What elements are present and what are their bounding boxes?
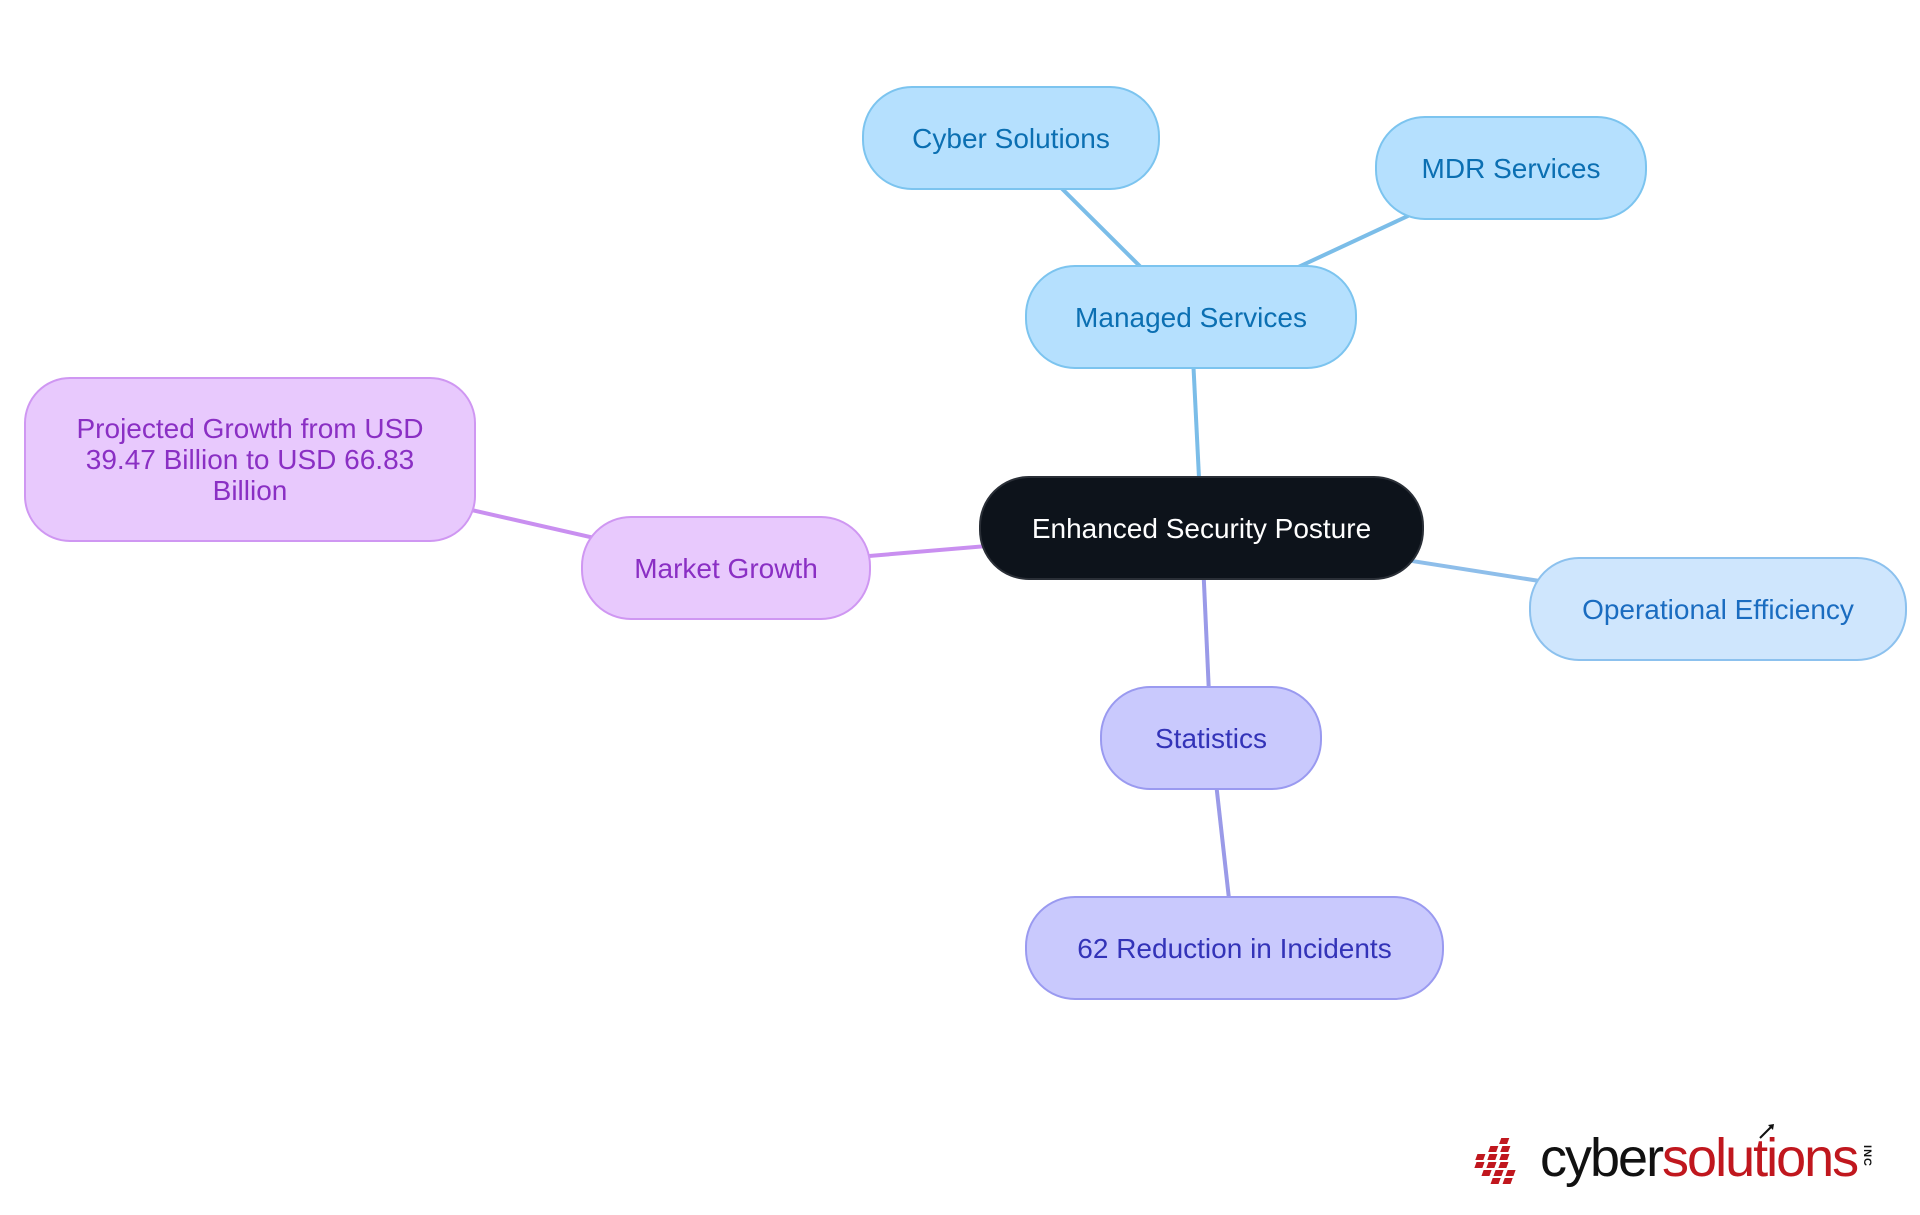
node-mdr-services[interactable]: MDR Services (1375, 116, 1647, 220)
logo-inc-text: INC (1860, 1145, 1873, 1167)
node-statistics[interactable]: Statistics (1100, 686, 1322, 790)
logo-cyber-text: cyber (1540, 1128, 1664, 1188)
logo-mark-icon (1474, 1138, 1516, 1184)
node-projected-growth[interactable]: Projected Growth from USD 39.47 Billion … (24, 377, 476, 542)
node-managed-services[interactable]: Managed Services (1025, 265, 1357, 369)
node-cyber-solutions[interactable]: Cyber Solutions (862, 86, 1160, 190)
logo-swoosh-icon (1759, 1124, 1774, 1139)
cybersolutions-logo: cybersolutions INC (1470, 1124, 1873, 1192)
node-62-reduction-in-incidents[interactable]: 62 Reduction in Incidents (1025, 896, 1444, 1000)
node-enhanced-security-posture[interactable]: Enhanced Security Posture (979, 476, 1424, 580)
node-operational-efficiency[interactable]: Operational Efficiency (1529, 557, 1907, 661)
node-market-growth[interactable]: Market Growth (581, 516, 871, 620)
logo-wordmark: cybersolutions (1540, 1128, 1859, 1188)
